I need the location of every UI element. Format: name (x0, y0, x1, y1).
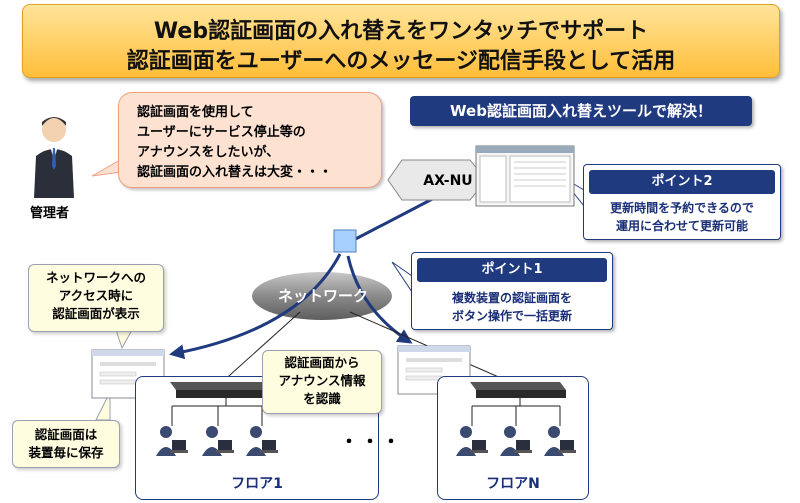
floorN-label: フロアN (486, 476, 540, 492)
point1-title: ポイント1 (417, 258, 607, 282)
user-pc-icon (500, 426, 532, 456)
user-pc-icon (544, 426, 576, 456)
tool-screenshot (475, 145, 575, 207)
admin-bubble-line: アナウンスをしたいが、 (137, 145, 280, 160)
point2-line: 運用に合わせて更新可能 (615, 219, 748, 233)
admin-label: 管理者 (30, 206, 70, 221)
floor1-label: フロア1 (231, 476, 283, 492)
switch-floorN-icon (470, 382, 566, 398)
arrow-to-floorN (346, 255, 413, 344)
access-callout-line: 認証画面が表示 (52, 306, 140, 321)
net-line-floor1 (219, 311, 301, 385)
point2-title: ポイント2 (589, 170, 775, 194)
store-callout-line: 認証画面は (34, 427, 98, 442)
hub-icon (333, 229, 357, 253)
axnu-server-icon (387, 159, 487, 201)
admin-speech-bubble: 認証画面を使用して ユーザーにサービス停止等の アナウンスをしたいが、 認証画面… (118, 92, 382, 188)
title-banner: Web認証画面の入れ替えをワンタッチでサポート 認証画面をユーザーへのメッセージ… (22, 4, 780, 78)
store-callout: 認証画面は 装置毎に保存 (12, 420, 120, 468)
point2-box: ポイント2 更新時間を予約できるので 運用に合わせて更新可能 (583, 164, 781, 240)
recognize-callout-line: 認証画面から (284, 355, 360, 370)
point1-line: ボタン操作で一括更新 (451, 309, 572, 323)
tool-title: Web認証画面入れ替えツールで解決！ (410, 96, 752, 126)
user-pc-icon (246, 426, 278, 456)
admin-person-icon (34, 117, 74, 198)
admin-bubble-line: 認証画面を使用して (137, 105, 254, 120)
access-callout-line: ネットワークへの (45, 270, 146, 285)
banner-line2: 認証画面をユーザーへのメッセージ配信手段として活用 (126, 49, 676, 74)
access-callout-line: アクセス時に (58, 288, 134, 303)
network-label: ネットワーク (277, 287, 368, 305)
user-pc-icon (202, 426, 234, 456)
axnu-label: AX-NU (423, 173, 473, 189)
admin-bubble-line: 認証画面の入れ替えは大変・・・ (137, 165, 333, 180)
banner-line1: Web認証画面の入れ替えをワンタッチでサポート (153, 19, 649, 44)
point1-line: 複数装置の認証画面を (451, 291, 572, 305)
point2-line: 更新時間を予約できるので (610, 201, 754, 215)
user-pc-icon (156, 426, 188, 456)
point1-box: ポイント1 複数装置の認証画面を ボタン操作で一括更新 (411, 252, 613, 330)
recognize-callout-line: アナウンス情報 (278, 373, 366, 388)
recognize-callout: 認証画面から アナウンス情報 を認識 (262, 350, 382, 414)
recognize-callout-line: を認識 (303, 391, 341, 406)
user-pc-icon (456, 426, 488, 456)
floor-ellipsis: ・・・ (340, 432, 403, 453)
switch-floor1-icon (170, 382, 276, 398)
arrow-to-floor1 (169, 253, 342, 360)
store-callout-line: 装置毎に保存 (28, 445, 104, 460)
access-callout: ネットワークへの アクセス時に 認証画面が表示 (28, 264, 164, 332)
admin-bubble-line: ユーザーにサービス停止等の (137, 125, 306, 140)
uplink-line (345, 193, 441, 246)
